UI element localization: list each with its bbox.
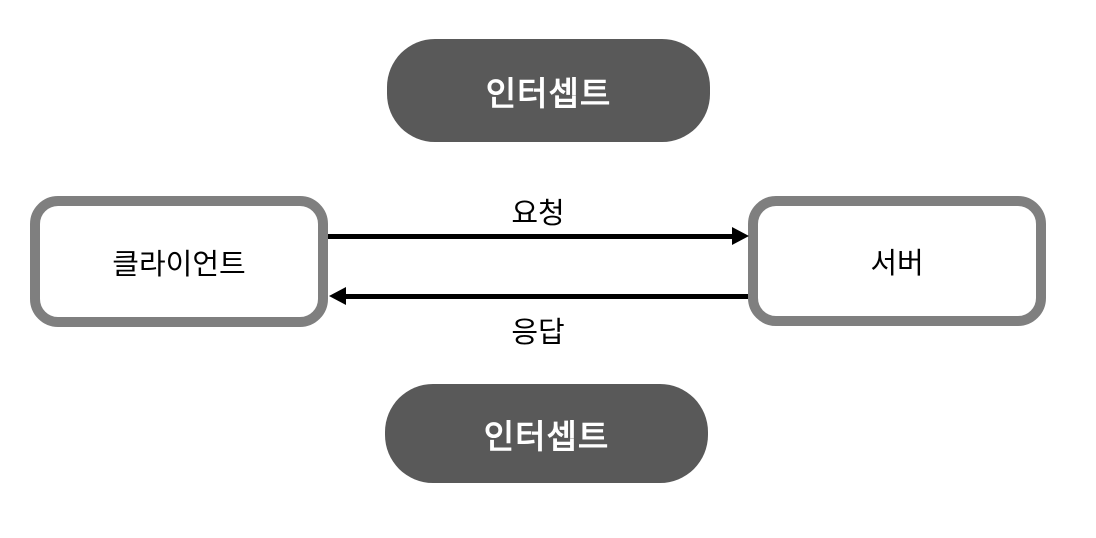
response-arrow-label: 응답	[511, 317, 565, 349]
request-arrow-line	[328, 234, 733, 239]
intercept-top-node: 인터셉트	[387, 39, 710, 142]
arrowhead-left-icon	[329, 287, 346, 305]
arrowhead-right-icon	[732, 227, 749, 245]
client-node: 클라이언트	[30, 196, 328, 327]
request-arrow-label: 요청	[511, 198, 565, 230]
client-label: 클라이언트	[112, 248, 246, 281]
server-label: 서버	[870, 248, 924, 280]
intercept-bottom-node: 인터셉트	[385, 384, 708, 483]
intercept-bottom-label: 인터셉트	[483, 417, 610, 455]
intercept-top-label: 인터셉트	[485, 74, 612, 112]
server-node: 서버	[748, 196, 1046, 326]
response-arrow-line	[346, 294, 748, 299]
